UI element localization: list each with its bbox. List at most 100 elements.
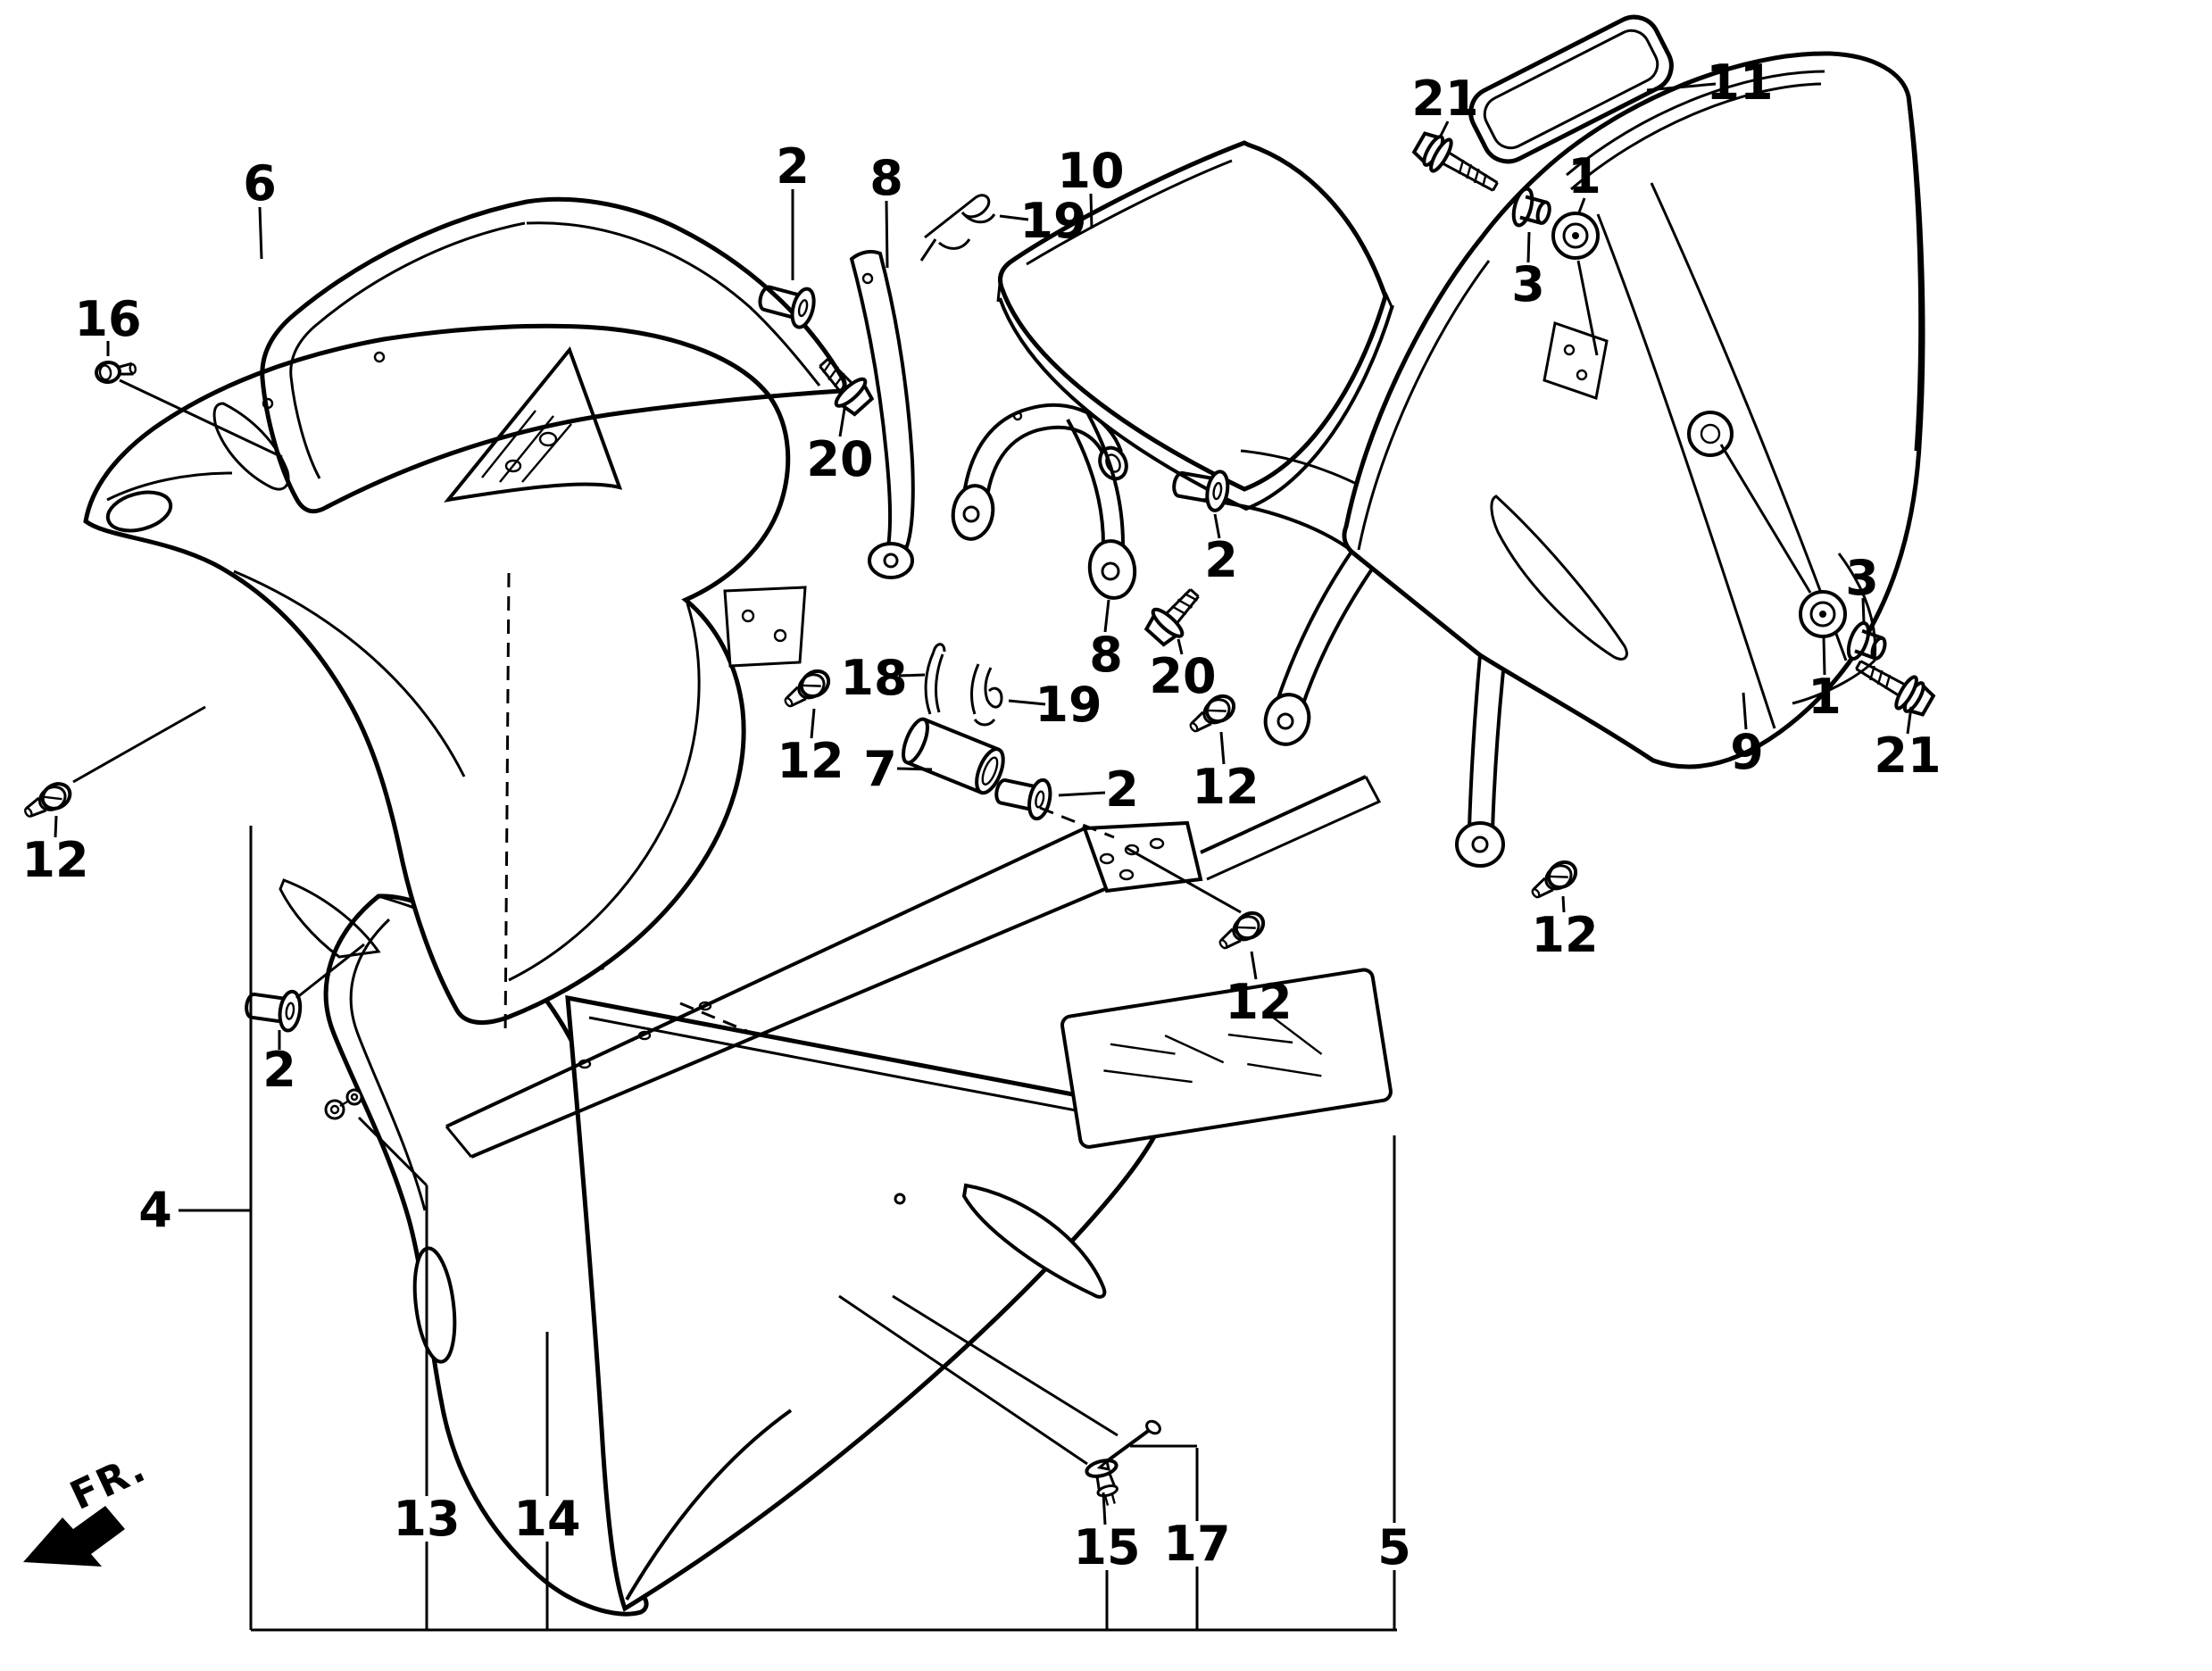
callout-number-1: 1 [1808,669,1842,725]
collar-3b [1846,621,1887,661]
part-leader-line [295,943,365,1000]
callout-number-7: 7 [863,741,897,797]
callout-leader-1 [1577,197,1586,213]
cowl-side-bracket [723,586,807,668]
tail-cowl-recess [1490,495,1628,661]
fr-direction-label: FR. [63,1445,154,1519]
callout-leader-10 [1089,193,1094,229]
screw-12b [784,669,831,708]
callout-leader-20 [1177,638,1184,655]
nut-bushing-2c [994,777,1052,821]
screw-12d [1218,910,1266,950]
part-leader-line [892,1294,1118,1437]
lower-cowl-recess [961,1183,1107,1299]
screw-pin-17 [1096,1419,1161,1471]
callout-number-3: 3 [1845,550,1879,606]
part-leader-line [357,1116,428,1187]
headlight-opening [105,490,173,533]
screw-12e [1531,860,1578,899]
seat [996,140,1394,511]
callout-leader-19 [1008,699,1046,706]
meter-bracket [444,345,623,503]
washers-13 [324,1088,363,1120]
callout-leader-12 [1561,895,1566,913]
callout-leader-8 [1103,599,1110,633]
part-leader-line [72,705,206,784]
callout-number-6: 6 [243,155,277,212]
collar-tube-7 [902,717,1005,795]
screw-12c [1189,694,1236,733]
grommet-1b [1799,590,1847,638]
callout-leader-3 [1861,597,1866,624]
callout-number-12: 12 [1192,759,1259,815]
nut-bushing-2d [245,989,303,1033]
cowl-flap-lower [279,878,381,959]
callout-leader-2 [1058,791,1106,797]
callout-number-3: 3 [1511,256,1545,312]
lower-cowl-right [565,994,1169,1612]
seat-cowl-stay [849,250,915,579]
callout-leader-12 [54,815,58,838]
flange-bolt-20b [1143,588,1200,647]
callout-number-20: 20 [806,431,873,487]
grommet-boss [1687,411,1734,457]
fr-direction: FR. [23,1445,154,1567]
callout-leader-15 [1102,1492,1107,1526]
callout-number-10: 10 [1057,143,1124,199]
callout-number-20: 20 [1149,648,1216,704]
grab-rail [951,403,1137,600]
callout-leader-8 [885,200,889,269]
alignment-dashed-line [679,1002,765,1040]
callout-number-2: 2 [776,138,810,195]
bolt-21b [1855,660,1936,717]
windscreen [260,196,847,514]
callout-number-8: 8 [1089,627,1123,683]
callout-leader-9 [1742,692,1748,730]
callout-number-15: 15 [1073,1519,1140,1575]
callout-number-8: 8 [869,150,903,206]
callout-number-2: 2 [1105,761,1139,818]
callout-number-13: 13 [393,1491,460,1547]
callout-leader-21 [1906,706,1913,735]
callout-number-19: 19 [1035,677,1102,733]
callout-number-2: 2 [262,1042,296,1098]
callout-number-1: 1 [1568,148,1601,204]
callout-number-12: 12 [1531,907,1598,963]
callout-leader-12 [810,708,816,739]
callout-leader-12 [1219,731,1226,765]
bolt-21a [1411,131,1499,192]
pin-16 [95,360,137,385]
mark-sticker [1060,968,1393,1149]
callout-number-12: 12 [21,832,88,888]
cowl-flap-upper [212,402,290,491]
nut-bushing-2b [1172,470,1230,512]
tail-cowl-front-tab [1543,321,1609,400]
callout-number-12: 12 [1225,974,1292,1030]
tail-cowl [1263,51,1925,868]
callout-number-21: 21 [1874,727,1941,784]
callout-leader-12 [1250,951,1258,980]
callout-leader-3 [1526,231,1531,263]
part-leader-line [1719,444,1812,594]
callout-number-17: 17 [1163,1516,1230,1572]
clip-19b [970,663,1003,727]
clip-19a [919,194,996,262]
callout-leader-18 [898,673,926,678]
collar-3a [1511,187,1551,228]
callout-leader-1 [1822,636,1826,676]
fr-arrow [23,1506,125,1567]
callout-leader-6 [258,206,263,260]
part-leader-line [838,1294,1088,1466]
callout-number-11: 11 [1706,54,1773,111]
callout-leader-16 [119,378,283,459]
callout-leader-21 [1438,121,1450,138]
callout-leader-19 [999,214,1029,221]
callout-number-5: 5 [1377,1519,1411,1575]
screw-12a [24,782,72,818]
callout-number-21: 21 [1411,71,1478,127]
front-upper-cowl [83,323,807,1025]
callout-number-12: 12 [777,733,844,789]
